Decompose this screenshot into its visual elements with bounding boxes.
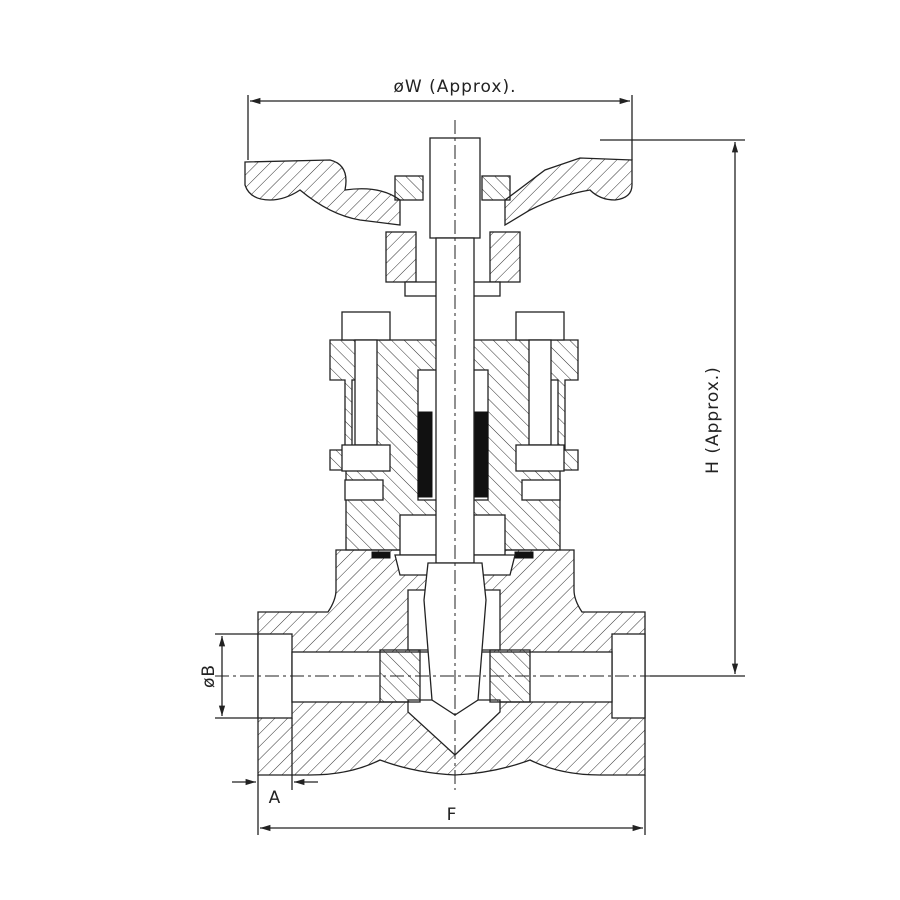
dimension-w: øW (Approx). (247, 77, 633, 160)
dimension-f: F (257, 775, 646, 835)
dimension-a: A (232, 718, 318, 808)
stem (215, 120, 680, 790)
label-w: øW (Approx). (393, 77, 516, 97)
bonnet-bolts (341, 311, 565, 501)
yoke-nut (385, 231, 521, 297)
label-f: F (447, 805, 458, 825)
label-a: A (269, 788, 282, 808)
label-b: øB (199, 664, 219, 688)
handwheel (244, 157, 633, 227)
dimension-h: H (Approx.) (600, 139, 745, 677)
dimension-b: øB (199, 633, 258, 719)
label-h: H (Approx.) (703, 366, 723, 474)
